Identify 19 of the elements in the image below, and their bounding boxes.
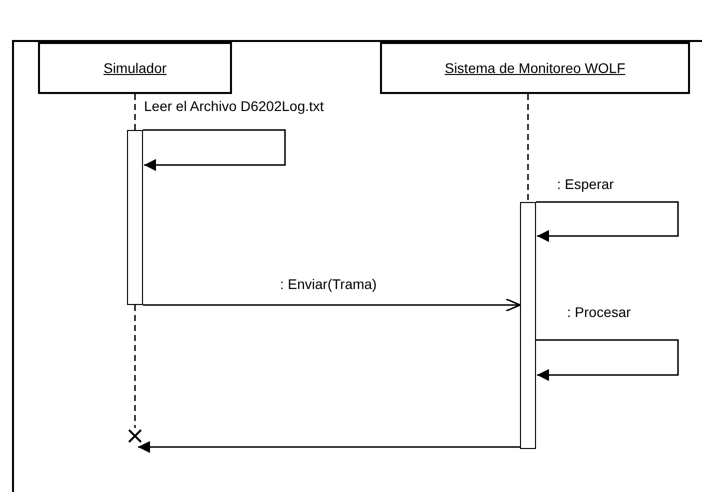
- activation-bar: [520, 202, 536, 449]
- lifeline: [527, 94, 529, 202]
- destruction-mark: [127, 428, 143, 444]
- message-label: : Procesar: [565, 304, 633, 320]
- activation-bar: [127, 130, 143, 305]
- message-arrow: [143, 298, 521, 312]
- object-box: [380, 42, 690, 94]
- object-name: Simulador: [103, 60, 167, 76]
- message-arrow: [536, 201, 679, 242]
- object-box: [38, 42, 232, 94]
- message-label: Leer el Archivo D6202Log.txt: [142, 98, 326, 114]
- message-label: : Enviar(Trama): [278, 276, 379, 292]
- message-arrow: [536, 339, 679, 381]
- message-arrow: [138, 441, 520, 453]
- message-arrow: [143, 129, 286, 171]
- lifeline: [134, 305, 136, 428]
- lifeline: [134, 94, 136, 130]
- message-label: : Esperar: [555, 176, 616, 192]
- object-name: Sistema de Monitoreo WOLF: [444, 60, 626, 76]
